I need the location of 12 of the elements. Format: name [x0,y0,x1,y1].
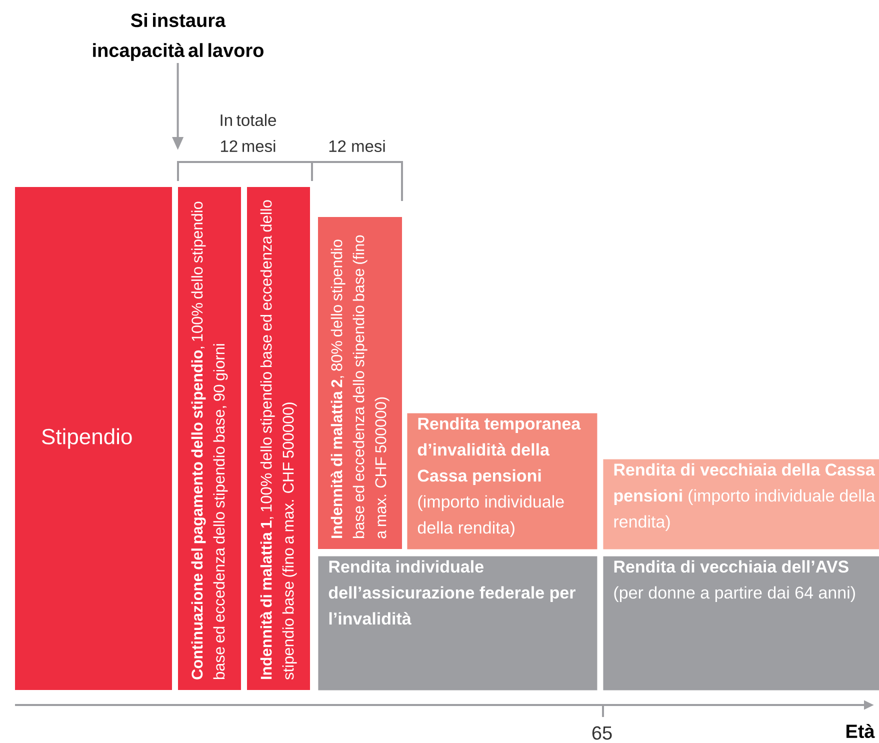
period-label: 12 mesi [329,140,385,152]
pension-bar: Rendita di vecchiaia della Cassa pensioni (importo individuale della rendita) [603,459,879,550]
pension-bar: Rendita individuale dell’assicurazione federale per l’invalidità [318,556,598,690]
salary-bar: Stipendio [15,187,172,690]
benefit-bar: Continuazione del pagamento dello stipendio, 100% dello stipendio base ed eccedenza dello stipendio base, 90 giorni [178,187,241,690]
pension-bar: Rendita temporanea d’invalidità della Cassa pensioni (importo individuale della rendita) [407,413,598,550]
heading: Si instaura incapacità al lavoro [93,13,264,61]
axis-tick-label: 65 [592,726,612,740]
axis-title: Età [846,724,875,738]
pension-bar: Rendita di vecchiaia dell’AVS (per donne a partire dai 64 anni) [603,556,879,690]
period-label: In totale 12 mesi [220,114,276,152]
benefit-bar: Indennità di malattia 1, 100% dello stipendio base ed eccedenza dello stipendio base (fino a max. CHF 500000) [247,187,310,690]
